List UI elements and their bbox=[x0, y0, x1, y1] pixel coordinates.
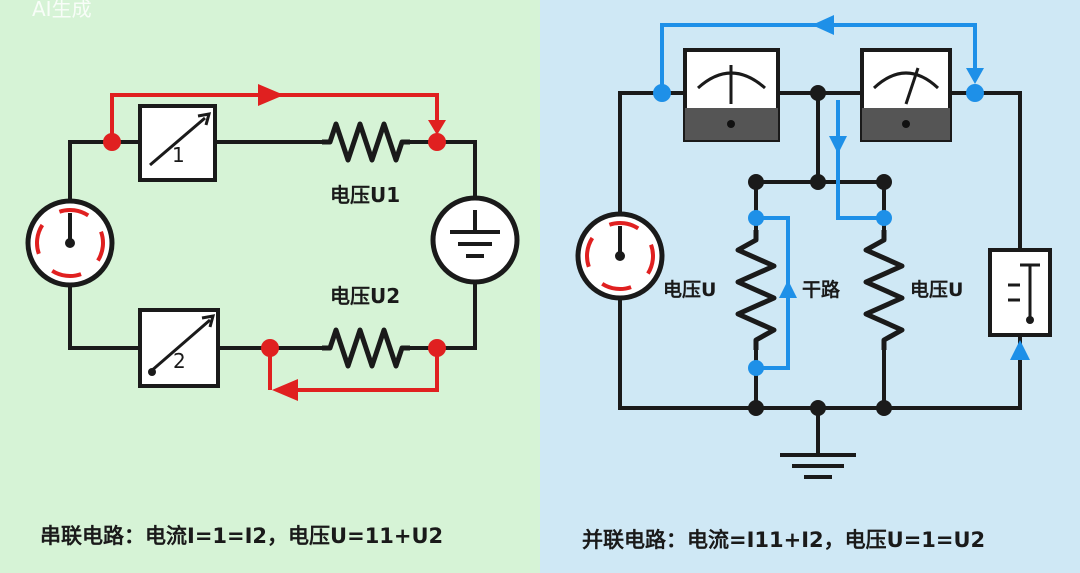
watermark: AI生成 bbox=[32, 0, 92, 21]
arrow-icon bbox=[428, 120, 446, 135]
trunk-label: 干路 bbox=[802, 278, 841, 301]
meter-icon bbox=[860, 48, 952, 142]
voltage-right-label: 电压U bbox=[910, 278, 963, 301]
ammeter-dial-icon bbox=[25, 198, 115, 288]
arrow-icon bbox=[1010, 340, 1030, 360]
voltage-u2-label: 电压U2 bbox=[330, 284, 400, 308]
rheostat-2-label: 2 bbox=[173, 349, 186, 373]
rheostat-icon: 2 bbox=[138, 308, 220, 388]
meter-icon bbox=[683, 48, 780, 142]
parallel-panel: 电压U 干路 电压U 并联电路：电流=I11+I2，电压U=1=U2 bbox=[540, 0, 1080, 573]
resistor-icon bbox=[735, 230, 777, 350]
voltage-u1-label: 电压U1 bbox=[330, 183, 400, 207]
parallel-blue-dots bbox=[653, 84, 984, 376]
arrow-icon bbox=[272, 379, 298, 401]
rheostat-icon: 1 bbox=[138, 104, 217, 182]
switch-icon bbox=[988, 248, 1052, 337]
rheostat-1-label: 1 bbox=[172, 143, 185, 167]
arrow-icon bbox=[258, 84, 284, 106]
ammeter-dial-icon bbox=[575, 211, 665, 301]
parallel-junction-dots bbox=[748, 85, 892, 416]
parallel-caption: 并联电路：电流=I11+I2，电压U=1=U2 bbox=[582, 528, 985, 552]
series-junction-dots bbox=[103, 133, 446, 357]
voltage-left-label: 电压U bbox=[663, 278, 716, 301]
ground-icon bbox=[430, 195, 520, 285]
arrow-icon bbox=[829, 136, 847, 154]
ground-icon bbox=[780, 453, 856, 479]
arrow-icon bbox=[812, 15, 834, 35]
resistor-icon bbox=[322, 327, 410, 369]
arrow-icon bbox=[966, 68, 984, 84]
series-caption: 串联电路：电流I=1=I2，电压U=11+U2 bbox=[40, 524, 443, 548]
resistor-icon bbox=[863, 230, 905, 350]
resistor-icon bbox=[322, 121, 410, 163]
series-panel: AI生成 1 2 bbox=[0, 0, 540, 573]
arrow-icon bbox=[779, 280, 797, 298]
series-panel-background bbox=[0, 0, 540, 573]
